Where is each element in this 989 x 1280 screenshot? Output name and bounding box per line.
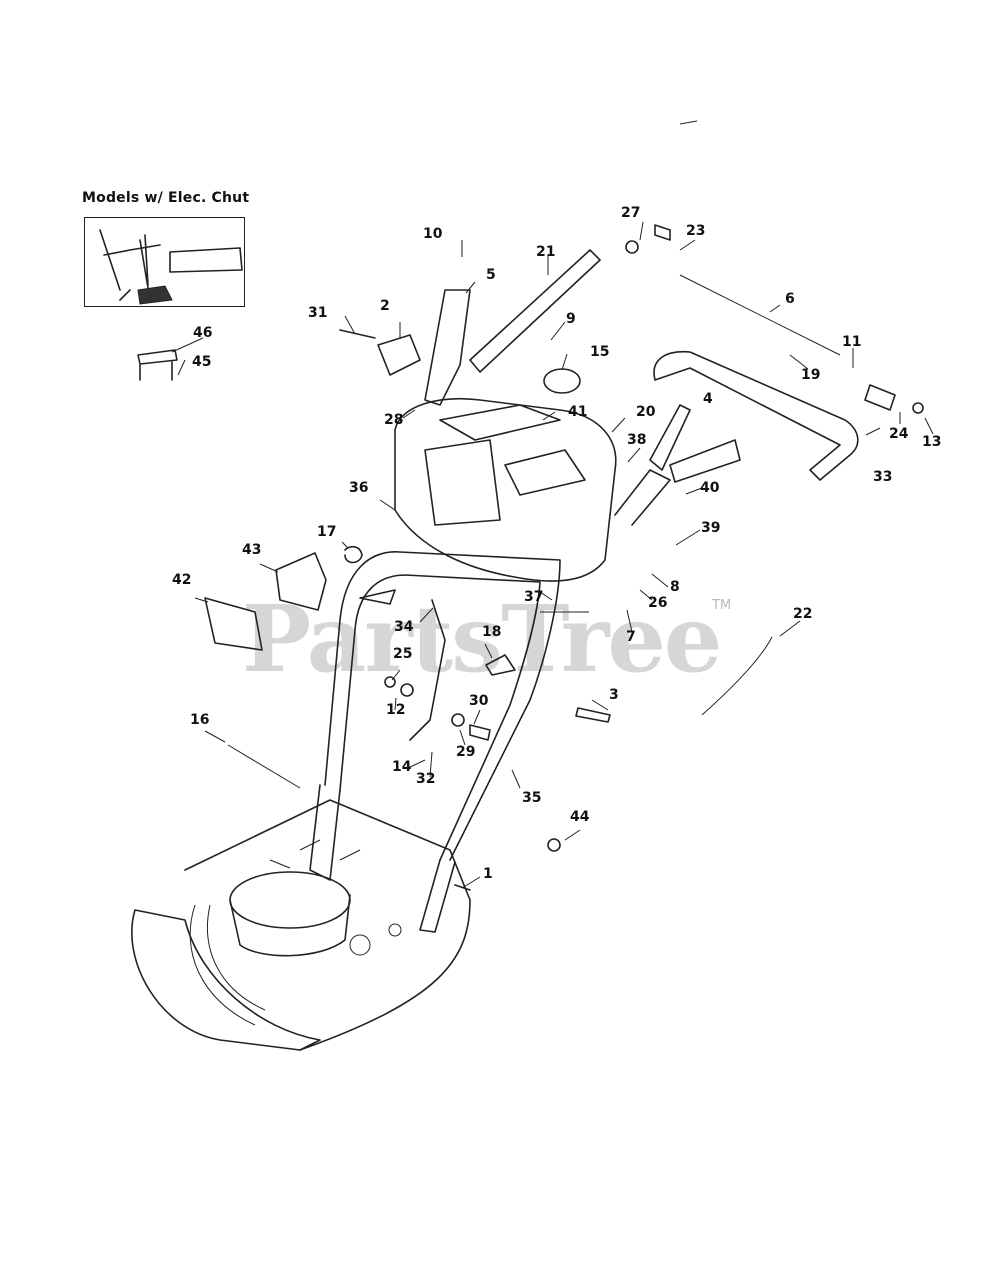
callout-31: 31 [308,305,328,321]
callout-3: 3 [609,687,619,703]
callout-39: 39 [701,520,721,536]
callout-8: 8 [670,579,680,595]
callout-25: 25 [393,646,413,662]
callout-13: 13 [922,434,942,450]
callout-46: 46 [193,325,213,341]
inset-frame [84,217,245,307]
callout-36: 36 [349,480,369,496]
callout-41: 41 [568,404,588,420]
callout-24: 24 [889,426,909,442]
callout-1: 1 [483,866,493,882]
callout-2: 2 [380,298,390,314]
callout-33: 33 [873,469,893,485]
callout-12: 12 [386,702,406,718]
lower-handle [309,551,561,933]
callout-42: 42 [172,572,192,588]
callout-19: 19 [801,367,821,383]
inset-title: Models w/ Elec. Chut [82,190,250,206]
callout-26: 26 [648,595,668,611]
cable-parts [339,224,924,891]
callout-17: 17 [317,524,337,540]
upper-handles [424,249,741,526]
callout-40: 40 [700,480,720,496]
callout-20: 20 [636,404,656,420]
callout-18: 18 [482,624,502,640]
callout-10: 10 [423,226,443,242]
callout-5: 5 [486,267,496,283]
callout-4: 4 [703,391,713,407]
callout-43: 43 [242,542,262,558]
auger-housing [131,799,471,1051]
callout-11: 11 [842,334,862,350]
callout-28: 28 [384,412,404,428]
callout-44: 44 [570,809,590,825]
callout-35: 35 [522,790,542,806]
bail-bar [653,351,859,481]
callout-37: 37 [524,589,544,605]
callout-21: 21 [536,244,556,260]
callout-38: 38 [627,432,647,448]
callout-45: 45 [192,354,212,370]
callout-6: 6 [785,291,795,307]
callout-9: 9 [566,311,576,327]
callout-30: 30 [469,693,489,709]
cable-ties [227,636,773,789]
callout-27: 27 [621,205,641,221]
inset-sketch [99,229,243,381]
callout-29: 29 [456,744,476,760]
side-panels [204,552,327,651]
callout-7: 7 [626,629,636,645]
callout-32: 32 [416,771,436,787]
watermark-trademark: TM [712,598,732,613]
leader-lines [171,120,934,889]
callout-15: 15 [590,344,610,360]
callout-34: 34 [394,619,414,635]
callout-22: 22 [793,606,813,622]
callout-14: 14 [392,759,412,775]
callout-16: 16 [190,712,210,728]
callout-23: 23 [686,223,706,239]
control-panel [394,397,617,582]
